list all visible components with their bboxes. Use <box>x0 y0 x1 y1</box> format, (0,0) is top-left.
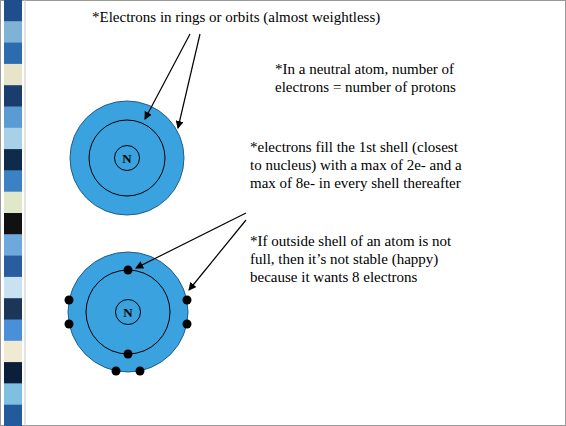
note-text: *If outside shell of an atom is not full… <box>250 232 472 286</box>
decor-strip <box>4 0 25 426</box>
outer-shell <box>68 252 188 372</box>
note-text: *Electrons in rings or orbits (almost we… <box>92 8 452 26</box>
note-text: *electrons fill the 1st shell (closest t… <box>250 138 472 192</box>
nucleus: N <box>114 145 140 171</box>
leader-lines <box>136 34 246 290</box>
nucleus: N <box>115 299 141 325</box>
electrons <box>65 266 192 376</box>
element-symbol: N <box>122 152 131 165</box>
outer-shell <box>70 101 184 215</box>
inner-shell <box>86 270 170 354</box>
note-text: *In a neutral atom, number of electrons … <box>275 60 465 96</box>
element-symbol: N <box>123 306 132 319</box>
inner-shell <box>89 120 165 196</box>
